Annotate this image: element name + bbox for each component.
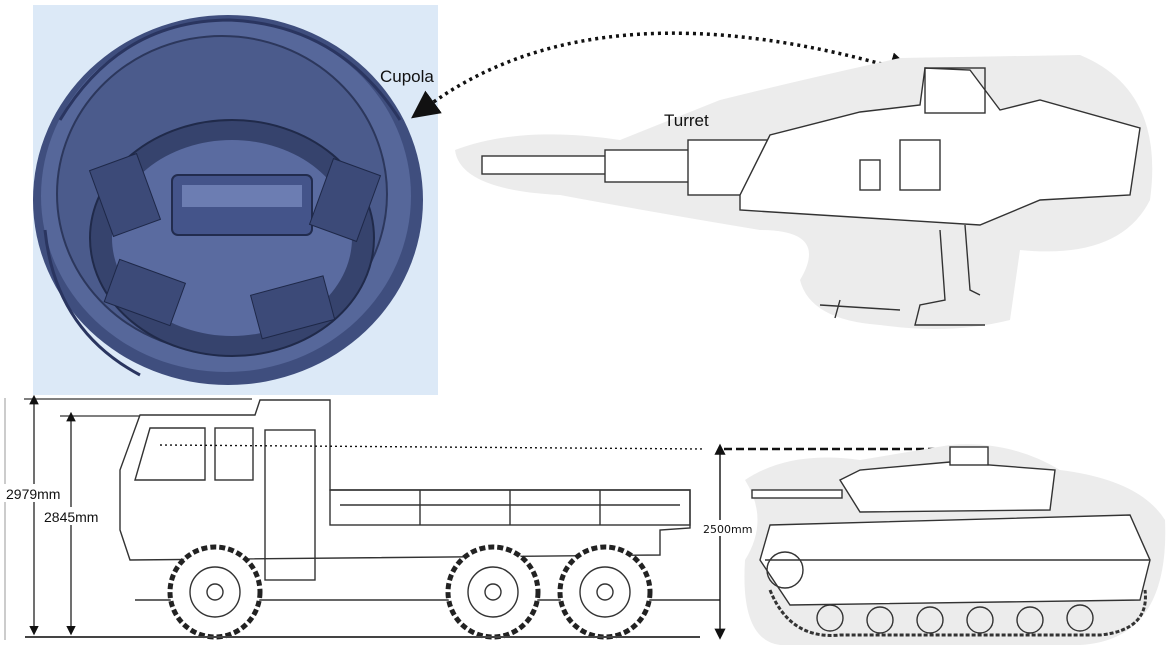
tank-height-label: 2500mm <box>703 523 752 536</box>
truck-cab-height-label: 2845mm <box>44 509 98 525</box>
cupola-render <box>33 5 438 395</box>
tank-sketch <box>744 444 1166 645</box>
truck-wheel-rear <box>557 544 653 640</box>
turret-sketch <box>455 55 1153 329</box>
truck-wheel-front <box>167 544 263 640</box>
cupola-label: Cupola <box>380 67 434 86</box>
truck-dimensions <box>4 394 252 640</box>
truck-wheel-middle <box>445 544 541 640</box>
turret-label: Turret <box>664 111 709 130</box>
cupola-link-arrow <box>411 31 917 119</box>
cab-height-reference-line <box>159 444 706 450</box>
truck-drawing <box>25 399 720 640</box>
truck-total-height-label: 2979mm <box>6 486 60 502</box>
